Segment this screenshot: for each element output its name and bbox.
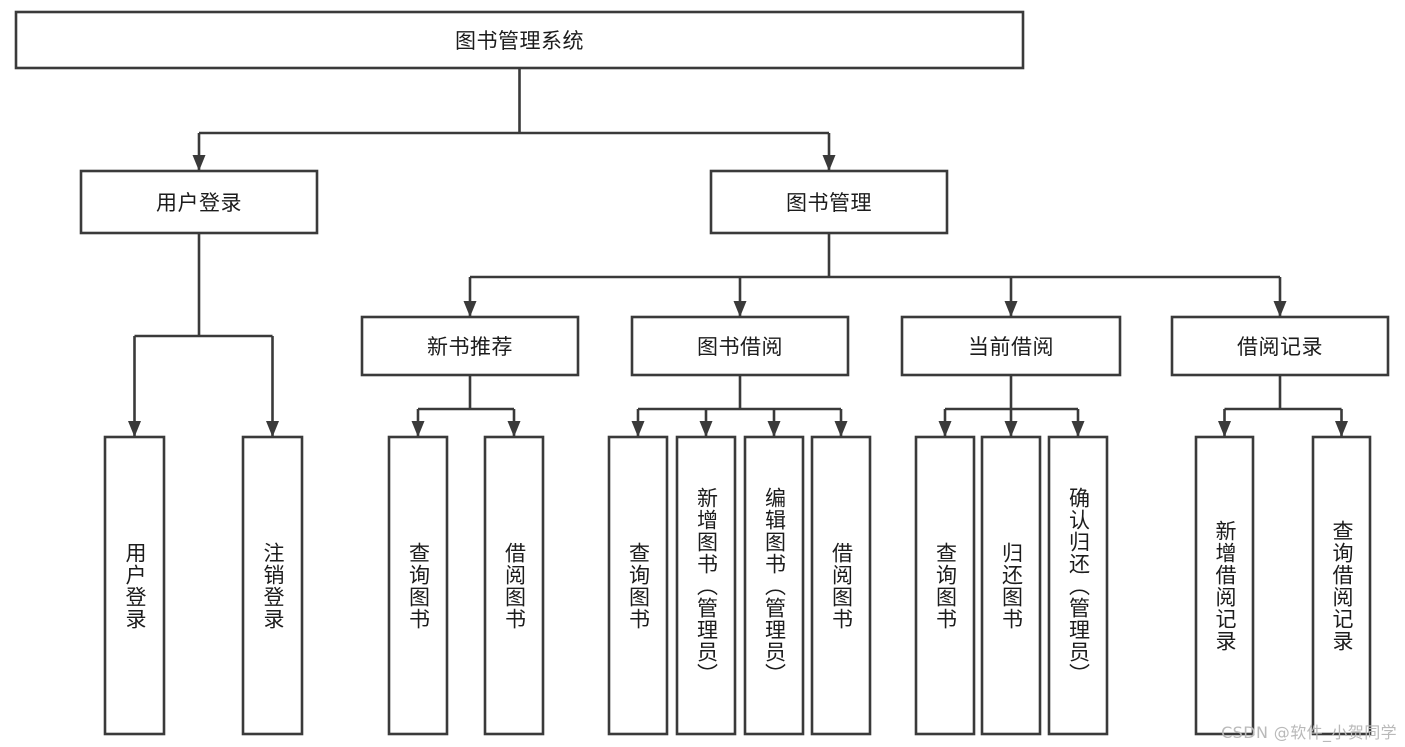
arrow-head-icon: [699, 421, 713, 437]
arrow-head-icon: [507, 421, 521, 437]
node-box-leaf-rec-query: [387, 435, 449, 736]
arrow-head-icon: [192, 155, 206, 171]
connector-layer: [128, 68, 1348, 437]
node-box-borrow-record: [1170, 315, 1390, 377]
arrow-head-icon: [822, 155, 836, 171]
arrow-head-icon: [631, 421, 645, 437]
arrow-head-icon: [266, 421, 279, 437]
node-box-leaf-borrow-edit: [743, 435, 805, 736]
node-box-leaf-borrow-lend: [810, 435, 872, 736]
watermark-text: CSDN @软件_小贺同学: [1221, 723, 1397, 742]
node-box-layer: [14, 10, 1390, 736]
arrow-head-icon: [1004, 301, 1018, 317]
arrow-head-icon: [1335, 421, 1348, 437]
arrow-head-icon: [938, 421, 952, 437]
node-box-leaf-rec-add: [1194, 435, 1255, 736]
node-box-leaf-rec-search: [1311, 435, 1372, 736]
arrow-head-icon: [767, 421, 781, 437]
arrow-head-icon: [733, 301, 747, 317]
arrow-head-icon: [128, 421, 141, 437]
node-box-root: [14, 10, 1025, 70]
node-box-book-borrow: [630, 315, 850, 377]
arrow-head-icon: [463, 301, 477, 317]
node-box-current-borrow: [900, 315, 1122, 377]
arrow-head-icon: [1218, 421, 1231, 437]
arrow-head-icon: [1273, 301, 1287, 317]
node-box-user-login: [79, 169, 319, 235]
arrow-head-icon: [834, 421, 848, 437]
node-box-leaf-borrow-query: [607, 435, 669, 736]
arrow-head-icon: [1071, 421, 1085, 437]
node-box-leaf-borrow-add: [675, 435, 737, 736]
node-box-leaf-user-login: [103, 435, 166, 736]
node-box-leaf-cur-confirm: [1047, 435, 1109, 736]
node-box-new-book-rec: [360, 315, 580, 377]
arrow-head-icon: [411, 421, 425, 437]
node-box-book-manage: [709, 169, 949, 235]
node-box-leaf-user-logout: [241, 435, 304, 736]
node-box-leaf-cur-query: [914, 435, 976, 736]
node-box-leaf-rec-borrow: [483, 435, 545, 736]
node-box-leaf-cur-return: [980, 435, 1042, 736]
arrow-head-icon: [1004, 421, 1018, 437]
